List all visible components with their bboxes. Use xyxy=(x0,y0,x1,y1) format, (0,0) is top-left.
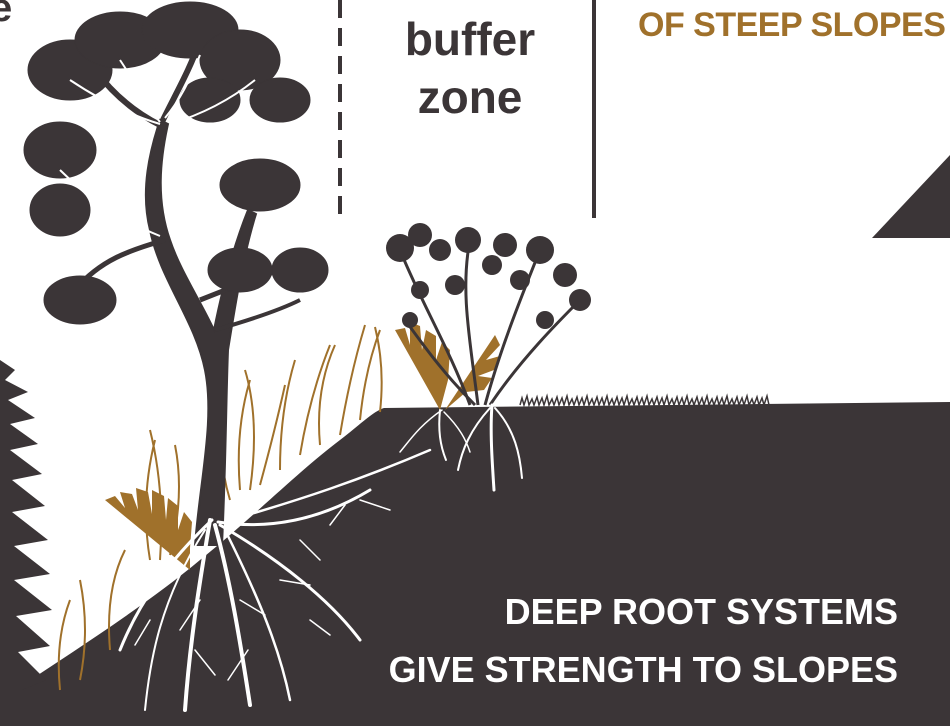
crest-shrub-leaves xyxy=(386,223,591,329)
main-tree xyxy=(24,2,328,545)
heading-fragment: OF STEEP SLOPES xyxy=(638,6,945,45)
fern-shrub xyxy=(395,322,500,410)
root-strength-message: DEEP ROOT SYSTEMS GIVE STRENGTH TO SLOPE… xyxy=(389,583,898,699)
slope-triangle-icon xyxy=(872,155,950,238)
grass-edge xyxy=(520,396,769,405)
buffer-zone-label-line2: zone xyxy=(360,68,580,126)
root-message-line1: DEEP ROOT SYSTEMS xyxy=(389,583,898,641)
root-message-line2: GIVE STRENGTH TO SLOPES xyxy=(389,641,898,699)
corner-text-fragment: e xyxy=(0,0,12,31)
buffer-zone-label-line1: buffer xyxy=(360,10,580,68)
buffer-zone-label: buffer zone xyxy=(360,10,580,126)
